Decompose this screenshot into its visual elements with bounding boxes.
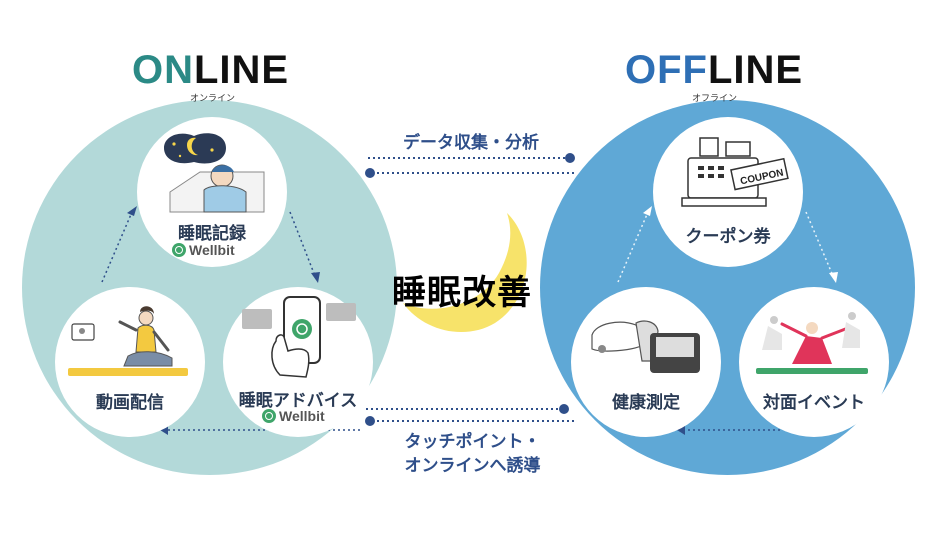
offline-node-label-event: 対面イベント [763, 393, 865, 413]
flow-bottom-dot-2 [365, 416, 375, 426]
sleeping-person-icon [164, 133, 265, 213]
online-arrowhead-left [127, 206, 137, 216]
offline-title: OFFLINE [625, 48, 803, 93]
smartphone-advice-icon [242, 296, 356, 378]
online-title: ONLINE [132, 48, 289, 93]
offline-title-rest: LINE [707, 48, 804, 92]
wellbit-brand-text: Wellbit [189, 242, 235, 258]
offline-arrowhead-left [643, 206, 652, 216]
yoga-video-icon [68, 306, 188, 376]
online-node-brand-sleep-record: Wellbit [172, 242, 235, 258]
online-arrowhead-right [311, 272, 320, 283]
offline-node-label-coupon: クーポン券 [685, 227, 771, 247]
moon-icon [403, 213, 527, 333]
flow-top-text: データ収集・分析 [403, 133, 539, 153]
flow-top-dot-1 [565, 153, 575, 163]
online-subtitle: オンライン [190, 94, 236, 104]
offline-subtitle: オフライン [692, 94, 738, 104]
online-node-label-advice: 睡眠アドバイス [238, 391, 358, 411]
flow-bottom-text: タッチポイント・ オンラインへ誘導 [385, 430, 560, 478]
online-node-label-video: 動画配信 [96, 393, 164, 413]
flow-top-dot-2 [365, 168, 375, 178]
online-title-accent: ON [132, 48, 194, 92]
flow-bottom-line2: オンラインへ誘導 [404, 456, 541, 476]
flow-bottom-line1: タッチポイント・ [404, 432, 541, 452]
wellbit-logo-icon [172, 243, 186, 257]
offline-arrowhead-right [829, 272, 838, 283]
online-arrow-left [101, 211, 133, 283]
wellbit-logo-icon [262, 409, 276, 423]
fitness-event-icon [756, 312, 868, 374]
offline-arrow-left [617, 211, 649, 283]
center-label: 睡眠改善 [392, 273, 532, 313]
offline-arrow-right [805, 211, 834, 277]
flow-bottom-dot-1 [559, 404, 569, 414]
online-arrow-right [289, 211, 316, 277]
offline-title-accent: OFF [625, 48, 708, 92]
blood-pressure-monitor-icon [591, 320, 700, 373]
offline-node-label-health-check: 健康測定 [612, 393, 680, 413]
online-node-label-sleep-record: 睡眠記録 [178, 224, 246, 244]
online-title-rest: LINE [194, 48, 290, 92]
online-node-brand-advice: Wellbit [262, 408, 325, 424]
cash-register-coupon-icon [681, 137, 789, 207]
wellbit-brand-text: Wellbit [279, 408, 325, 424]
offline-arrowhead-bottom [677, 425, 685, 435]
